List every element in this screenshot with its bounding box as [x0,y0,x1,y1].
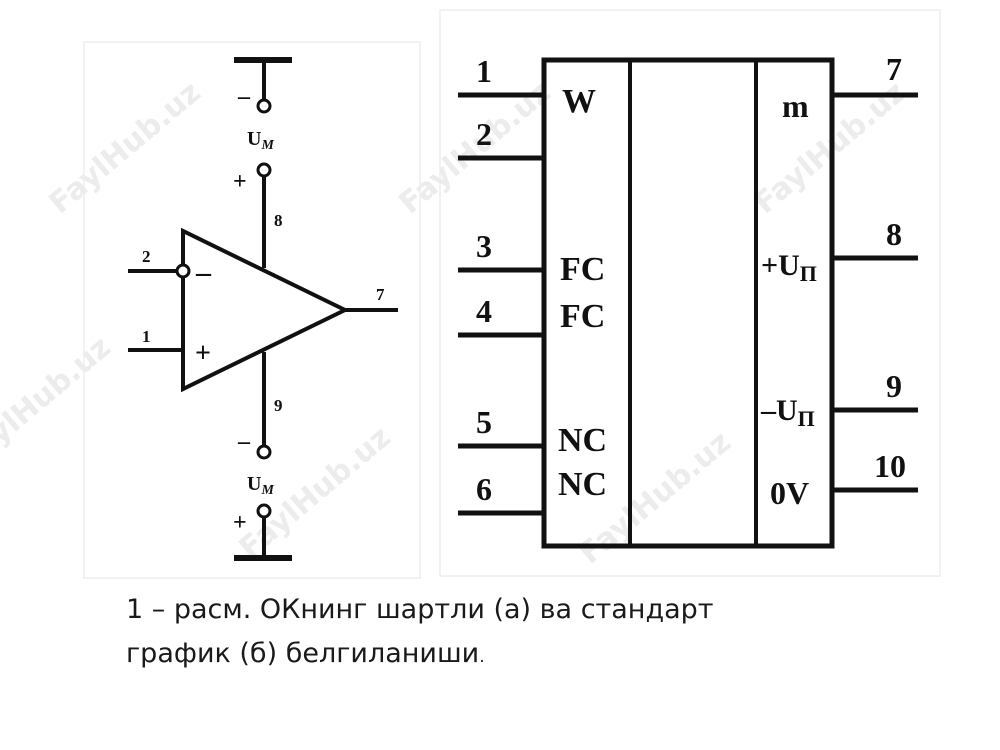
block-pin-7: 7 [886,51,902,87]
supply-bottom-plus: + [233,510,247,536]
watermark: FaylHub.uz [43,75,208,221]
terminal-top-plus [256,162,272,178]
terminal-bottom-minus [256,444,272,460]
block-pin-1: 1 [476,53,492,89]
block-pin-2: 2 [476,116,492,152]
label-plus-up: +UП [761,249,817,286]
label-nc-2: NC [558,466,607,503]
label-m: m [782,88,809,124]
panel-b [439,9,941,577]
supply-top-label: UM [247,128,274,153]
block-pin-6: 6 [476,471,492,507]
noninverting-sign: + [195,338,211,369]
panel-a [83,41,421,579]
opamp-labels: – UM + 8 2 – 1 + 7 9 – UM + [142,84,385,536]
supply-top-sub: M [260,138,274,153]
opamp-symbol [128,57,398,561]
pin-label-8: 8 [274,211,283,230]
pin-label-7: 7 [376,285,385,304]
figure-caption: 1 – расм. ОКнинг шартли (а) ва стандарт … [126,588,926,679]
label-plus-up-sub: П [800,261,817,286]
supply-bottom-sign: – [237,429,251,455]
terminal-top-minus [256,98,272,114]
supply-bottom-label: UM [247,473,274,498]
caption-line-2-text: график (б) белгиланиши [126,638,480,669]
supply-bottom-sub: M [260,483,274,498]
caption-line-1: 1 – расм. ОКнинг шартли (а) ва стандарт [126,594,714,625]
label-minus-up-main: –U [760,394,798,427]
label-w: W [562,83,596,120]
block-pin-3: 3 [476,228,492,264]
label-fc-1: FC [560,251,605,288]
inversion-bubble [175,263,191,279]
pin-label-9: 9 [274,396,283,415]
label-0v: 0V [770,475,809,511]
supply-top-sign: – [237,84,251,110]
caption-line-2: график (б) белгиланиши. [126,632,926,679]
supply-top-plus: + [233,169,247,195]
block-pin-5: 5 [476,404,492,440]
block-symbol [458,57,918,549]
label-fc-2: FC [560,298,605,335]
supply-bottom-letter: U [247,473,261,495]
label-minus-up-sub: П [798,406,815,431]
block-outline [541,57,835,549]
opamp-triangle [181,227,350,393]
label-nc-1: NC [558,422,607,459]
block-pin-9: 9 [886,368,902,404]
inverting-sign: – [195,256,212,289]
pin-label-2: 2 [142,247,151,266]
block-labels: 1 2 3 4 5 6 W FC FC NC NC m +UП –UП 0V 7… [476,51,906,511]
label-minus-up: –UП [760,394,815,431]
caption-period: . [479,647,485,667]
block-pin-8: 8 [886,216,902,252]
label-plus-up-main: +U [761,249,800,282]
terminal-bottom-plus [256,503,272,519]
supply-top-letter: U [247,128,261,150]
pin-label-1: 1 [142,327,151,346]
block-pin-10: 10 [874,448,906,484]
block-pin-4: 4 [476,293,492,329]
watermark: FaylHub.uz [0,330,118,476]
